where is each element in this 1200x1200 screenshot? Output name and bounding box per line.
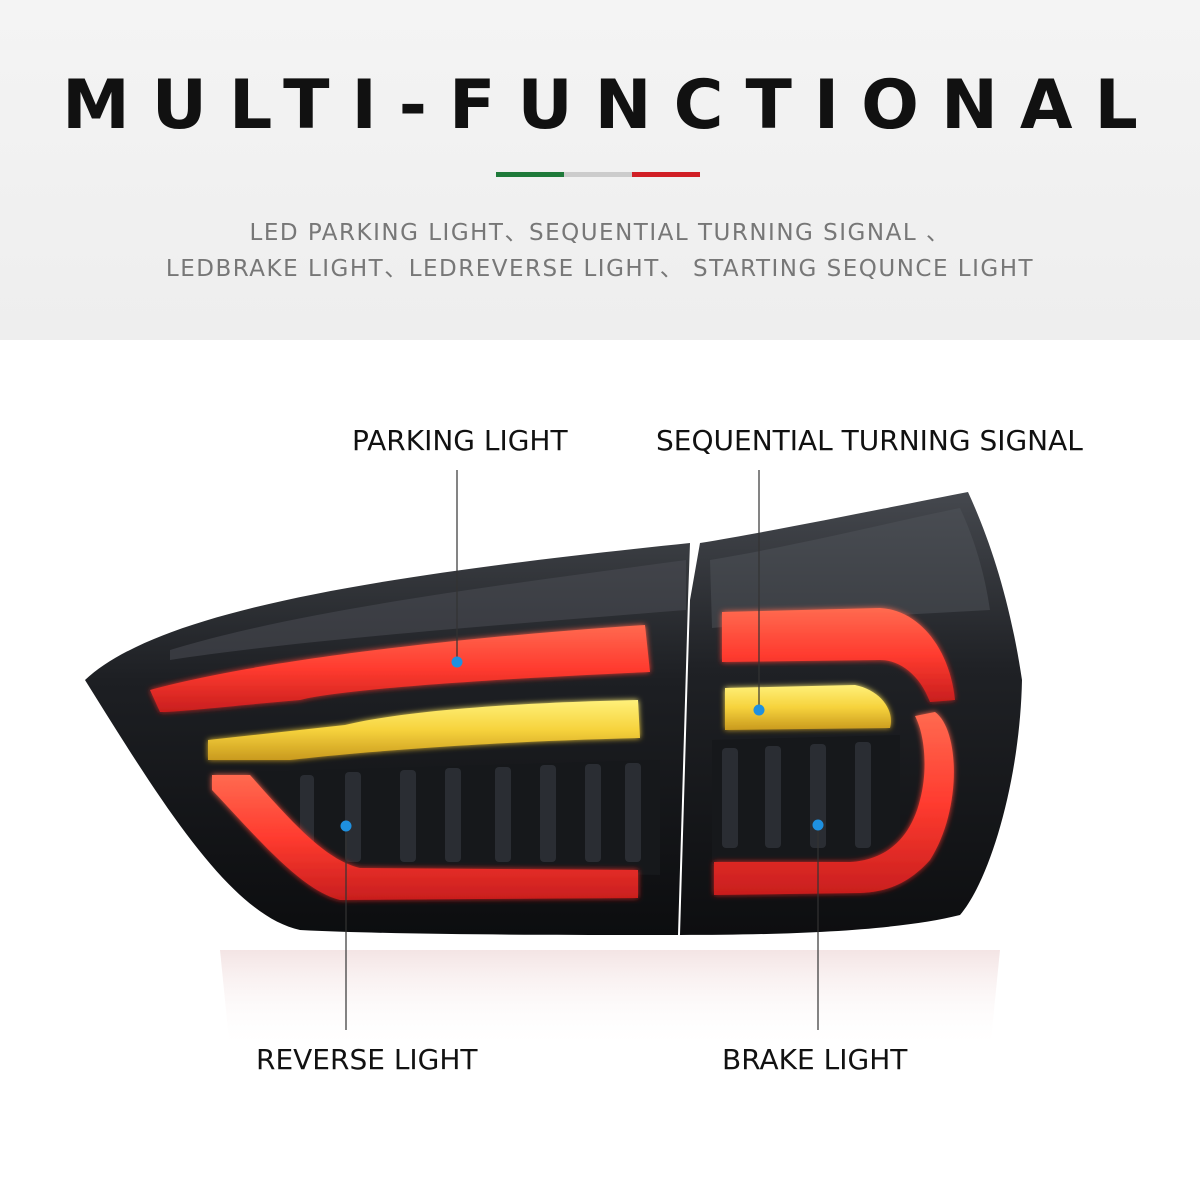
callout-brake-light: BRAKE LIGHT	[722, 1043, 908, 1076]
page-title: MULTI-FUNCTIONAL	[62, 66, 1160, 145]
tail-light-illustration	[85, 470, 1022, 1050]
product-stage: PARKING LIGHT SEQUENTIAL TURNING SIGNAL …	[0, 340, 1200, 1200]
right-reverse-chamber	[712, 735, 900, 865]
left-lamp-top-face	[170, 560, 686, 660]
left-parking-light-bar	[150, 625, 650, 712]
left-turn-signal-bar	[208, 700, 640, 760]
dot-marker-icon	[340, 820, 352, 832]
feature-header: MULTI-FUNCTIONAL LED PARKING LIGHT、SEQUE…	[0, 0, 1200, 340]
right-parking-light-arc	[722, 608, 955, 702]
feature-subtitle-line-2: LEDBRAKE LIGHT、LEDREVERSE LIGHT、 STARTIN…	[165, 256, 1035, 282]
right-turn-signal-bar	[725, 685, 891, 730]
dot-marker-icon	[753, 704, 765, 716]
right-brake-light-contour	[714, 712, 954, 895]
flag-red-stripe	[632, 172, 700, 177]
left-reverse-slats	[300, 763, 641, 862]
dot-marker-icon	[451, 656, 463, 668]
left-brake-light-contour	[212, 775, 638, 900]
right-lamp-top-face	[710, 508, 990, 628]
flag-white-stripe	[564, 172, 632, 177]
flag-green-stripe	[496, 172, 564, 177]
dot-marker-icon	[812, 819, 824, 831]
feature-subtitle-line-1: LED PARKING LIGHT、SEQUENTIAL TURNING SIG…	[249, 220, 951, 246]
callout-reverse-light: REVERSE LIGHT	[256, 1043, 478, 1076]
surface-reflection	[220, 950, 1000, 1050]
callout-sequential-turning-signal: SEQUENTIAL TURNING SIGNAL	[656, 424, 1083, 457]
callout-parking-light: PARKING LIGHT	[352, 424, 568, 457]
italian-flag-bar	[496, 172, 700, 177]
